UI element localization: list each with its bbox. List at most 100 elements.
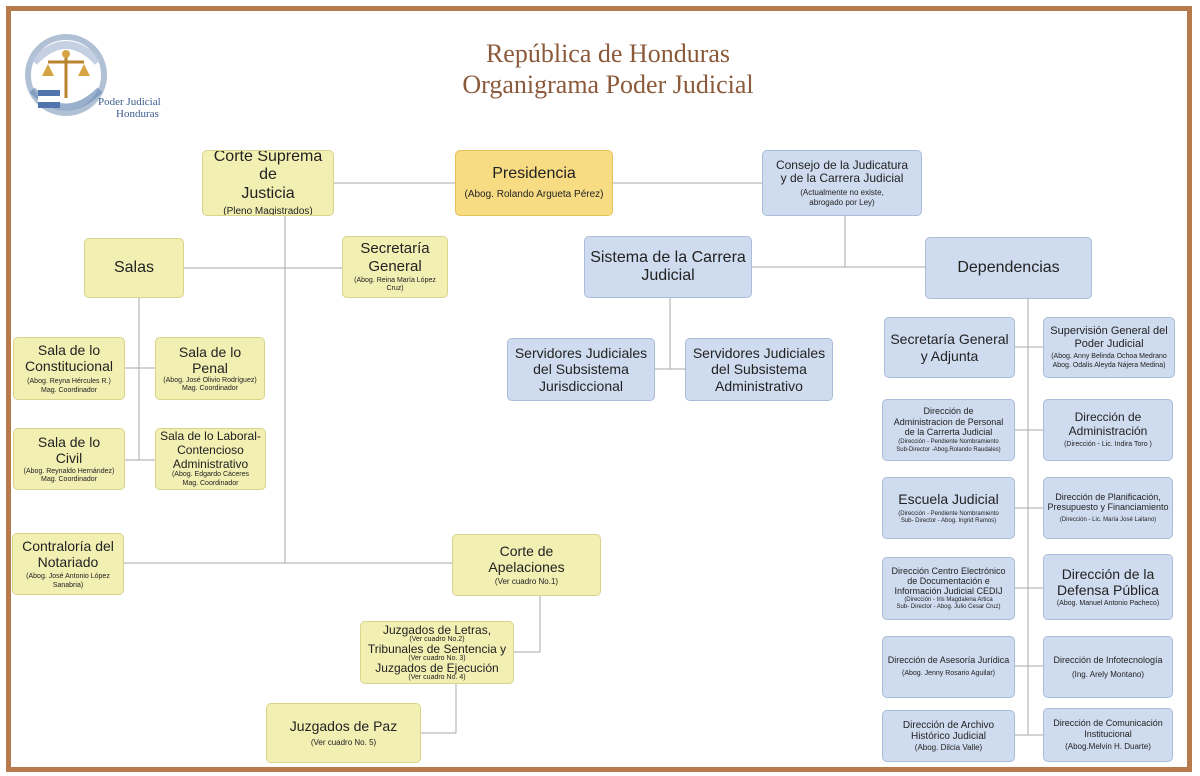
node-sala-civil-sub2: Mag. Coordinador — [40, 476, 98, 484]
node-sala-civil[interactable]: Sala de lo Civil (Abog. Reynaldo Hernánd… — [13, 428, 125, 490]
node-corte-apelaciones[interactable]: Corte de Apelaciones (Ver cuadro No.1) — [452, 534, 601, 596]
node-comunicacion-title1: Dirección de Comunicación — [1053, 718, 1163, 729]
node-contraloria-title1: Contraloría del — [22, 538, 114, 555]
node-sala-constitucional[interactable]: Sala de lo Constitucional (Abog. Reyna H… — [13, 337, 125, 400]
node-sec-adj-title2: y Adjunta — [920, 347, 979, 364]
node-asesoria-juridica[interactable]: Dirección de Asesoría Jurídica (Abog. Je… — [882, 636, 1015, 698]
node-dir-personal-sub1: (Dirección - Pendiente Nombramiento — [898, 439, 999, 446]
node-sistema-carrera[interactable]: Sistema de la Carrera Judicial — [584, 236, 752, 298]
node-sistema-title1: Sistema de la Carrera — [590, 248, 746, 266]
node-presidencia-sub: (Abog. Rolando Argueta Pérez) — [464, 188, 604, 200]
node-defensa-publica[interactable]: Dirección de la Defensa Pública (Abog. M… — [1043, 554, 1173, 620]
node-sistema-title2: Judicial — [641, 267, 695, 284]
node-serv-admin-title2: del Subsistema — [711, 361, 807, 378]
node-corte-suprema[interactable]: Corte Suprema de Justicia (Pleno Magistr… — [202, 150, 334, 216]
node-sala-civil-title1: Sala de lo — [37, 433, 101, 450]
node-serv-juris-title1: Servidores Judiciales — [514, 345, 648, 362]
node-dependencias[interactable]: Dependencias — [925, 237, 1092, 299]
node-corte-suprema-title1: Corte Suprema de — [213, 150, 323, 184]
node-servidores-jurisdiccional[interactable]: Servidores Judiciales del Subsistema Jur… — [507, 338, 655, 401]
logo-text-line2: Honduras — [116, 108, 159, 120]
node-direccion-administracion[interactable]: Dirección de Administración (Dirección -… — [1043, 399, 1173, 461]
node-servidores-administrativo[interactable]: Servidores Judiciales del Subsistema Adm… — [685, 338, 833, 401]
node-consejo-title1: Consejo de la Judicatura — [775, 157, 909, 172]
node-sala-penal-sub2: Mag. Coordinador — [181, 385, 239, 393]
node-secretaria-title2: General — [368, 257, 422, 275]
node-consejo-judicatura[interactable]: Consejo de la Judicatura y de la Carrera… — [762, 150, 922, 216]
node-direccion-planificacion[interactable]: Dirección de Planificación, Presupuesto … — [1043, 477, 1173, 539]
node-contraloria-notariado[interactable]: Contraloría del Notariado (Abog. José An… — [12, 533, 124, 595]
node-cedij-sub1: (Dirección - Iris Magdalena Artica — [904, 596, 993, 603]
node-cedij-title2: de Documentación e — [907, 576, 990, 587]
logo-emblem-icon — [25, 34, 107, 116]
node-direccion-personal[interactable]: Dirección de Administracion de Personal … — [882, 399, 1015, 461]
node-dir-personal-title1: Dirección de — [923, 406, 974, 417]
node-comunicacion-sub: (Abog.Melvin H. Duarte) — [1065, 742, 1151, 752]
page-title-line1: República de Honduras — [485, 39, 731, 68]
node-archivo-sub: (Abog. Dilcia Valle) — [914, 742, 983, 752]
node-salas-title: Salas — [113, 258, 155, 276]
node-serv-juris-title2: del Subsistema — [533, 361, 629, 378]
node-juzgados-letras-title2: Tribunales de Sentencia y — [367, 642, 507, 656]
node-sala-laboral-title1: Sala de lo Laboral- — [160, 428, 261, 443]
node-salas[interactable]: Salas — [84, 238, 184, 298]
node-sala-const-sub2: Mag. Coordinador — [40, 386, 98, 394]
node-juzgados-letras-sub3: (Ver cuadro No. 4) — [408, 674, 466, 681]
node-cedij[interactable]: Dirección Centro Electrónico de Document… — [882, 557, 1015, 620]
node-apelaciones-title1: Corte de — [499, 543, 554, 560]
node-secretaria-general-adjunta[interactable]: Secretaría General y Adjunta — [884, 317, 1015, 378]
node-archivo-title2: Histórico Judicial — [910, 731, 987, 743]
node-serv-admin-title1: Servidores Judiciales — [692, 345, 826, 362]
node-asesoria-title: Dirección de Asesoría Jurídica — [887, 655, 1010, 666]
node-sala-const-sub1: (Abog. Reyna Hércules R.) — [27, 378, 111, 386]
node-contraloria-title2: Notariado — [37, 554, 99, 571]
node-sala-laboral[interactable]: Sala de lo Laboral- Contencioso Administ… — [155, 428, 266, 490]
node-dir-admin-title1: Dirección de — [1074, 410, 1142, 424]
node-secretaria-sub: (Abog. Reina María López Cruz) — [354, 276, 436, 293]
node-escuela-judicial[interactable]: Escuela Judicial (Dirección - Pendiente … — [882, 477, 1015, 539]
node-dir-personal-title2: Administracion de Personal — [893, 416, 1004, 427]
node-escuela-sub1: (Dirección - Pendiente Nombramiento — [898, 510, 999, 517]
node-dir-admin-sub: (Dirección - Lic. Indira Toro ) — [1064, 440, 1152, 448]
node-consejo-title2: y de la Carrera Judicial — [780, 171, 904, 186]
node-dir-planif-sub: (Dirección - Lic. María José Laitano) — [1059, 516, 1157, 523]
node-infotecnologia[interactable]: Dirección de Infotecnología (Ing. Arely … — [1043, 636, 1173, 698]
node-dir-planif-title2: Presupuesto y Financiamiento — [1047, 502, 1169, 513]
node-supervision-sub2: Abog. Odalis Aleyda Nájera Medina) — [1052, 361, 1166, 369]
node-juzgados-letras[interactable]: Juzgados de Letras, (Ver cuadro No.2) Tr… — [360, 621, 514, 684]
node-sala-civil-sub1: (Abog. Reynaldo Hernández) — [23, 467, 115, 475]
node-corte-suprema-title2: Justicia — [241, 184, 295, 202]
node-supervision-general[interactable]: Supervisión General del Poder Judicial (… — [1043, 317, 1175, 378]
node-apelaciones-title2: Apelaciones — [488, 559, 565, 576]
node-escuela-title: Escuela Judicial — [898, 490, 999, 507]
node-juzgados-letras-sub1: (Ver cuadro No.2) — [409, 636, 465, 643]
node-sala-penal[interactable]: Sala de lo Penal (Abog. José Olivio Rodr… — [155, 337, 265, 400]
node-cedij-sub2: Sub- Director - Abog. Julio Cesar Cruz) — [896, 604, 1001, 611]
node-infotec-title: Dirección de Infotecnología — [1053, 654, 1163, 665]
node-sala-laboral-sub2: Mag. Coordinador — [182, 479, 239, 487]
node-supervision-title2: Poder Judicial — [1074, 337, 1144, 350]
node-sala-laboral-sub1: (Abog. Edgardo Cáceres — [171, 471, 250, 479]
node-presidencia[interactable]: Presidencia (Abog. Rolando Argueta Pérez… — [455, 150, 613, 216]
node-sala-laboral-title2: Contencioso — [177, 442, 244, 457]
node-supervision-sub1: (Abog. Anny Belinda Ochoa Medrano — [1051, 353, 1167, 361]
node-secretaria-title1: Secretaría — [360, 240, 430, 258]
node-dependencias-title: Dependencias — [957, 258, 1060, 276]
node-serv-admin-title3: Administrativo — [715, 377, 803, 394]
node-presidencia-title: Presidencia — [492, 165, 576, 183]
node-juzgados-letras-title1: Juzgados de Letras, — [382, 623, 492, 637]
node-infotec-sub: (Ing. Arely Montano) — [1071, 669, 1145, 679]
node-secretaria-general[interactable]: Secretaría General (Abog. Reina María Ló… — [342, 236, 448, 298]
node-dir-personal-sub2: Sub-Director -Abog.Rolando Raudales) — [896, 446, 1001, 453]
node-dir-planif-title1: Dirección de Planificación, — [1055, 492, 1161, 503]
node-apelaciones-sub: (Ver cuadro No.1) — [494, 577, 559, 587]
node-defensa-title2: Defensa Pública — [1057, 581, 1159, 598]
node-sala-penal-title1: Sala de lo — [178, 343, 242, 360]
node-sec-adj-title1: Secretaría General — [890, 331, 1009, 348]
node-sala-penal-title2: Penal — [192, 359, 228, 376]
node-juzgados-paz[interactable]: Juzgados de Paz (Ver cuadro No. 5) — [266, 703, 421, 763]
node-sala-laboral-title3: Administrativo — [172, 456, 249, 471]
node-archivo-historico[interactable]: Dirección de Archivo Histórico Judicial … — [882, 710, 1015, 762]
node-escuela-sub2: Sub- Director - Abog. Ingrid Ramos) — [900, 518, 997, 525]
node-comunicacion-institucional[interactable]: Dirección de Comunicación Institucional … — [1043, 708, 1173, 762]
